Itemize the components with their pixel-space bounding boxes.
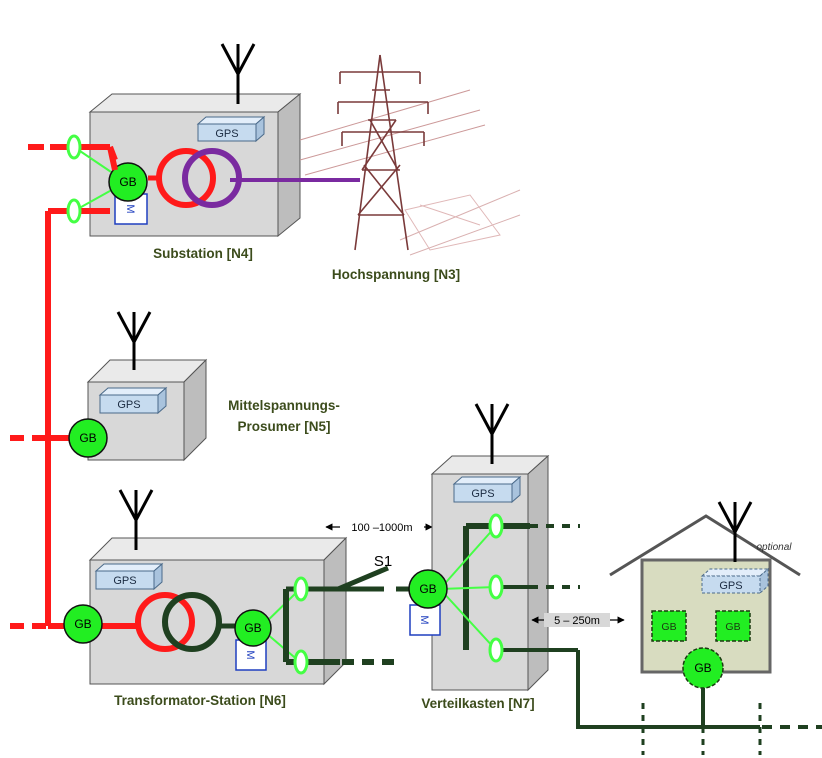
svg-text:GB: GB <box>661 621 676 633</box>
sensor-ring <box>66 198 82 224</box>
svg-text:M: M <box>418 615 430 624</box>
svg-text:GB: GB <box>725 621 740 633</box>
label-verteilkasten: Verteilkasten [N7] <box>421 696 534 711</box>
pylon-icon <box>299 54 521 256</box>
distance-house-label: 5 – 250m <box>554 615 600 627</box>
gridbox-transformer-lv <box>234 609 272 647</box>
sensor-ring <box>66 134 82 160</box>
transformer-lv-coil <box>162 592 222 652</box>
transformer-mv-coil <box>135 592 195 652</box>
gridbox-substation <box>108 162 148 202</box>
label-mittelspannung-2: Prosumer [N5] <box>237 419 330 434</box>
distribution-cabinet-box <box>430 454 550 692</box>
label-hochspannung: Hochspannung [N3] <box>332 267 460 282</box>
gps-module: GPS <box>94 562 164 591</box>
label-mittelspannung-1: Mittelspannungs- <box>228 398 340 413</box>
antenna-icon <box>116 311 152 370</box>
svg-text:GPS: GPS <box>113 575 136 587</box>
gb-label: GB <box>119 175 136 189</box>
svg-text:GPS: GPS <box>471 488 494 500</box>
sensor-ring <box>488 574 504 600</box>
svg-text:GB: GB <box>694 661 711 675</box>
gps-module: GPS <box>196 115 266 143</box>
svg-text:GB: GB <box>244 621 261 635</box>
sensor-ring <box>293 576 309 602</box>
sensor-ring <box>488 637 504 663</box>
svg-text:GB: GB <box>74 617 91 631</box>
antenna-icon <box>220 43 256 104</box>
meter-icon: M <box>409 604 441 636</box>
svg-text:GB: GB <box>419 582 436 596</box>
switch-label: S1 <box>374 553 392 570</box>
gridbox-house-1 <box>651 610 687 642</box>
svg-text:GB: GB <box>79 431 96 445</box>
distance-short-label: 100 –1000m <box>351 522 412 534</box>
label-substation: Substation [N4] <box>153 246 253 261</box>
label-transformator: Transformator-Station [N6] <box>114 693 286 708</box>
house-lv-feeder <box>640 688 822 755</box>
gridbox-prosumer <box>68 418 108 458</box>
antenna-icon <box>118 489 154 550</box>
svg-text:M: M <box>244 650 256 659</box>
svg-text:GPS: GPS <box>117 399 140 411</box>
antenna-icon <box>474 403 510 464</box>
optional-label: optional <box>756 542 792 553</box>
gps-module: GPS <box>98 386 168 415</box>
gridbox-cabinet <box>408 569 448 609</box>
gps-label: GPS <box>215 128 238 140</box>
gridbox-transformer-mv <box>63 604 103 644</box>
svg-text:M: M <box>124 204 136 213</box>
sensor-ring <box>293 649 309 675</box>
sensor-ring <box>488 513 504 539</box>
svg-text:GPS: GPS <box>719 580 742 592</box>
antenna-icon <box>717 501 753 562</box>
gps-module: GPS <box>452 475 522 504</box>
gps-module-optional: GPS <box>700 567 770 595</box>
transformer-secondary-coil <box>182 148 242 208</box>
gridbox-house-2 <box>715 610 751 642</box>
